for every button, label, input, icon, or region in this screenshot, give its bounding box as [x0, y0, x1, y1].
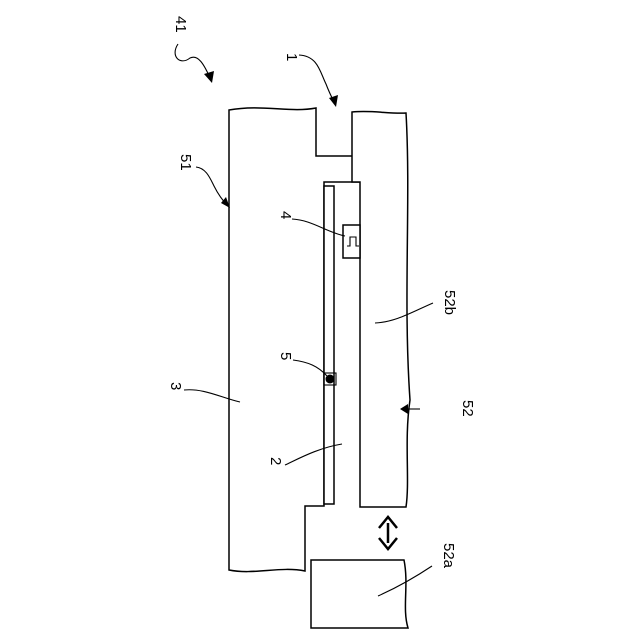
- leader-device-head: [329, 95, 338, 107]
- label-assembly: 41: [172, 16, 189, 33]
- label-chip: 5: [277, 352, 294, 360]
- cover-member-outline: [352, 111, 410, 507]
- housing-body-outline: [229, 108, 360, 572]
- label-sensor: 4: [277, 211, 294, 219]
- leader-body: [196, 167, 228, 206]
- label-board: 2: [267, 457, 284, 465]
- label-device: 1: [283, 53, 300, 61]
- label-housing: 3: [167, 382, 184, 390]
- label-cover: 52b: [441, 290, 458, 315]
- leader-device: [299, 55, 335, 104]
- board-strip: [324, 186, 334, 504]
- block-outline: [311, 560, 408, 628]
- sensor-element: [343, 225, 360, 258]
- label-body: 51: [177, 154, 194, 171]
- label-block: 52a: [440, 543, 457, 569]
- label-member: 52: [459, 400, 476, 417]
- leader-assembly-head: [204, 71, 214, 83]
